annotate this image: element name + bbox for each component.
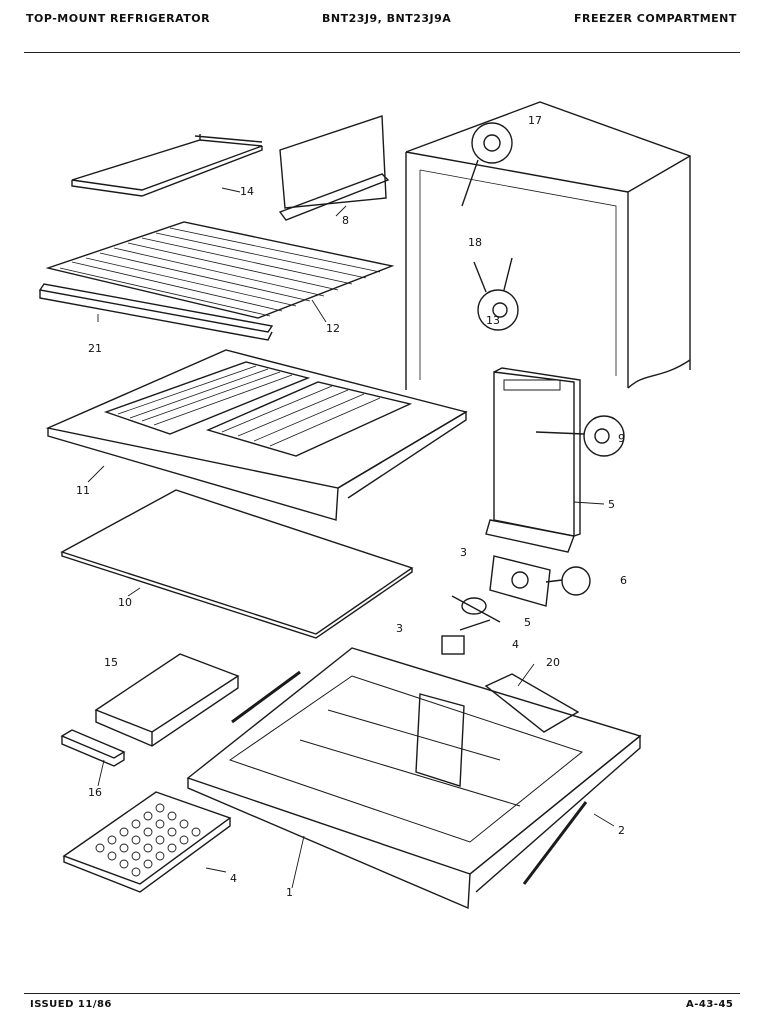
callout-16: 16 — [88, 786, 102, 799]
callout-20: 20 — [546, 656, 560, 669]
freezer-cabinet — [405, 101, 691, 390]
part-12-wire-shelf — [45, 221, 395, 319]
callout-3b: 3 — [460, 546, 467, 559]
part-22-side-trim — [231, 670, 588, 885]
part-16-bracket — [60, 729, 126, 767]
callout-11: 11 — [76, 484, 90, 497]
callout-5b: 5 — [524, 616, 531, 629]
footer-issued-date: ISSUED 11/86 — [30, 999, 112, 1010]
header-model-type: TOP-MOUNT REFRIGERATOR — [26, 12, 211, 25]
part-evaporator-motor — [441, 619, 491, 655]
callout-18: 18 — [468, 236, 482, 249]
part-2-liner-tray — [186, 647, 642, 910]
part-9-control-knob — [535, 415, 625, 457]
part-4-ice-cube-tray — [62, 791, 232, 893]
part-15-ice-bin — [94, 653, 240, 747]
callout-1: 1 — [286, 886, 293, 899]
callout-13: 13 — [486, 314, 500, 327]
part-21-shelf-rail — [38, 283, 274, 341]
part-14-shelf — [71, 134, 263, 197]
callout-circle-6 — [545, 566, 591, 596]
header-model-numbers: BNT23J9, BNT23J9A — [322, 12, 452, 25]
part-fan-blade — [451, 595, 501, 623]
callout-6: 6 — [620, 574, 627, 587]
header-section: FREEZER COMPARTMENT — [574, 12, 737, 25]
callout-9: 9 — [618, 432, 625, 445]
footer-page-code: A-43-45 — [686, 999, 734, 1010]
callout-5: 5 — [608, 498, 615, 511]
part-8-rear-panel — [278, 115, 390, 221]
callout-4: 4 — [230, 872, 237, 885]
callout-circle-13 — [473, 257, 519, 331]
callout-leader-lines — [87, 187, 615, 889]
diagram-frame — [24, 52, 740, 994]
part-10-flat-panel — [60, 489, 414, 639]
callout-15: 15 — [104, 656, 118, 669]
callout-circle-17 — [461, 122, 513, 207]
part-20-cover-plate — [484, 673, 580, 733]
callout-2: 2 — [618, 824, 625, 837]
callout-21: 21 — [88, 342, 102, 355]
callout-4b: 4 — [512, 638, 519, 651]
callout-12: 12 — [326, 322, 340, 335]
callout-14: 14 — [240, 185, 254, 198]
callout-10: 10 — [118, 596, 132, 609]
callout-17: 17 — [528, 114, 542, 127]
callout-3: 3 — [396, 622, 403, 635]
part-3-fan-bracket — [489, 555, 551, 607]
part-5-air-duct — [485, 367, 581, 553]
callout-8: 8 — [342, 214, 349, 227]
part-11-freezer-floor — [45, 349, 468, 521]
